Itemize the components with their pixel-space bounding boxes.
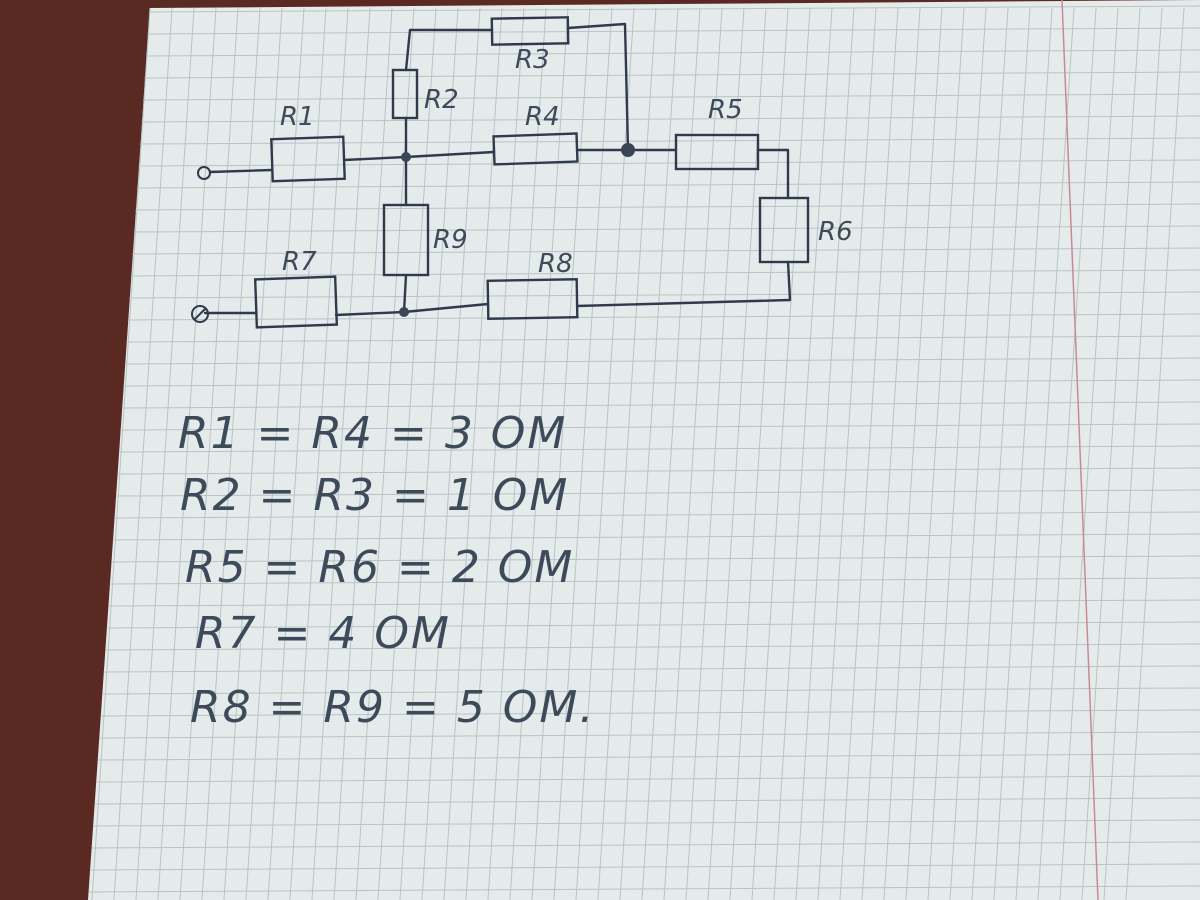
resistor-r6 (758, 196, 810, 264)
value-line-2: R2 = R3 = 1 OM (180, 470, 569, 521)
label-r5: R5 (708, 95, 743, 125)
value-line-4: R7 = 4 OM (195, 608, 451, 659)
resistor-r1 (270, 135, 346, 183)
junction-node-c (399, 307, 409, 317)
value-line-5: R8 = R9 = 5 OM. (190, 682, 595, 733)
label-r6: R6 (818, 217, 853, 247)
label-r4: R4 (525, 102, 560, 132)
label-r9: R9 (433, 225, 468, 255)
resistor-r7 (253, 275, 339, 329)
resistor-r9 (382, 203, 430, 277)
terminal-top-left (197, 166, 211, 180)
label-r8: R8 (538, 249, 573, 279)
resistor-r4 (492, 132, 579, 166)
terminal-bottom-left (191, 305, 209, 323)
label-r7: R7 (282, 247, 317, 277)
paper-sheet (88, 0, 1200, 900)
junction-node-b (621, 143, 635, 157)
margin-line (1061, 0, 1099, 900)
junction-node-a (401, 152, 411, 162)
label-r2: R2 (424, 85, 459, 115)
value-line-3: R5 = R6 = 2 OM (185, 542, 574, 593)
grid-lines (88, 5, 1200, 900)
resistor-r8 (486, 277, 579, 320)
circuit-wires (203, 22, 792, 317)
resistor-r2 (391, 68, 419, 120)
label-r1: R1 (280, 102, 315, 132)
resistor-r5 (674, 133, 760, 171)
label-r3: R3 (515, 45, 550, 75)
value-line-1: R1 = R4 = 3 OM (178, 408, 567, 459)
resistor-r3 (490, 16, 570, 46)
resistance-values: R1 = R4 = 3 OM R2 = R3 = 1 OM R5 = R6 = … (178, 408, 595, 733)
